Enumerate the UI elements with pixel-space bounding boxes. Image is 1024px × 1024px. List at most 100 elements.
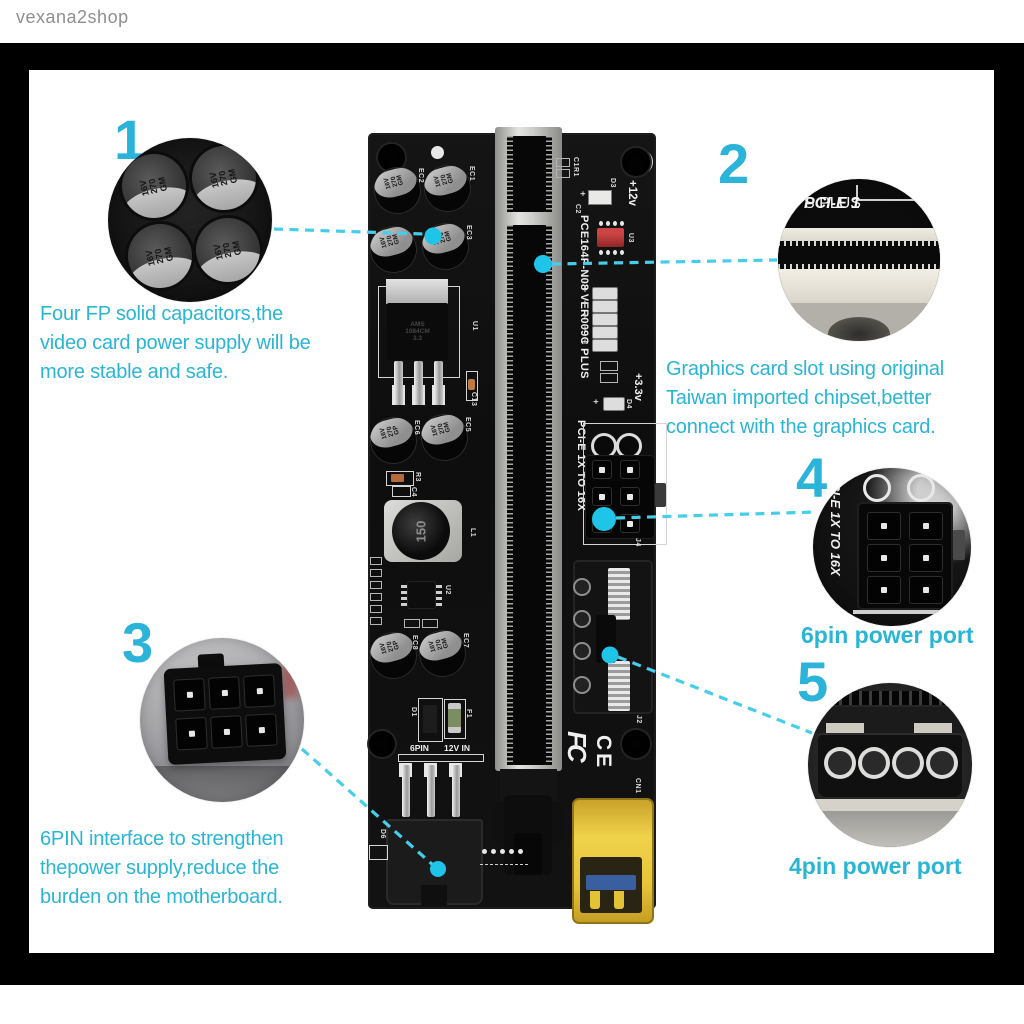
callout-4-zoom-photo: CI-E 1X TO 16X [813, 468, 971, 626]
capacitor-closeup: 16V 270 GM [122, 218, 198, 294]
u2-pin [401, 591, 407, 594]
callout-3-zoom-photo [140, 638, 304, 802]
callout-4-line [615, 510, 817, 520]
r1-component [556, 169, 570, 178]
silkscreen-corner [856, 185, 918, 201]
r-component [600, 373, 618, 383]
slot-teeth [778, 241, 940, 246]
r3-outline [386, 471, 414, 486]
text-line: Taiwan imported chipset,better [666, 387, 932, 409]
text-line: 6PIN interface to strengthen [40, 828, 284, 850]
text-fragment-bold: PCI-E 1 [804, 195, 861, 212]
usb3-contact [590, 891, 600, 909]
shadow-band [140, 766, 304, 802]
callout-1-dot [424, 227, 442, 245]
u2-pin [401, 585, 407, 588]
c13-component [468, 379, 475, 390]
connector-tab [421, 885, 447, 906]
u3-red-led [597, 228, 624, 247]
callout-5-label: 4pin power port [789, 853, 962, 879]
small-component [370, 557, 382, 565]
f1-outline [444, 699, 466, 739]
power-pin [452, 765, 460, 817]
u3-pad [613, 221, 617, 226]
mounting-hole-top-right [622, 148, 650, 176]
f1-fuse [448, 703, 461, 733]
status-led [592, 339, 618, 352]
pcb-edge-band [778, 269, 940, 303]
power-pin [427, 765, 435, 817]
slot-silkscreen-text: S PLUS PCI-E 1 [804, 195, 861, 213]
mounting-hole-bottom-left [369, 731, 395, 757]
text-line: thepower supply,reduce the [40, 857, 280, 879]
regulator-leg [434, 361, 443, 405]
callout-2-text: Graphics card slot using original Taiwan… [666, 355, 944, 442]
small-component [370, 581, 382, 589]
coil-symbol-dot [482, 849, 487, 854]
molex-pin-closeup [896, 751, 920, 775]
u2-pin [401, 603, 407, 606]
callout-3-dot [430, 861, 446, 877]
hole-shadow [828, 317, 890, 341]
small-component [404, 619, 420, 628]
d4-led [603, 397, 625, 411]
slot-edge-serration [822, 691, 962, 705]
slot-closeup-band [778, 241, 940, 269]
u3-pad [606, 221, 610, 226]
u2-pin [436, 597, 442, 600]
callout-2-line [551, 258, 778, 266]
callout-1-text: Four FP solid capacitors,the video card … [40, 300, 311, 387]
molex-pin-closeup [930, 751, 954, 775]
d1-diode [423, 705, 437, 733]
riser-silkscreen-text: CI-E 1X TO 16X [828, 482, 843, 576]
coil-symbol-dot [518, 849, 523, 854]
metal-tab [914, 723, 952, 733]
d1-outline [418, 698, 443, 742]
u3-pad [620, 221, 624, 226]
silkscreen-12vin: 12V IN [444, 743, 470, 753]
capacitor-marking: 16V 270 GM [143, 246, 175, 268]
text-line: burden on the motherboard. [40, 886, 283, 908]
inductor-coil: 150 [392, 502, 450, 560]
callout-3-line [300, 747, 435, 867]
text-line: connect with the graphics card. [666, 416, 936, 438]
small-component [370, 605, 382, 613]
text-line: more stable and safe. [40, 361, 229, 383]
callout-2-dot [534, 255, 552, 273]
background-blur [808, 811, 972, 847]
status-led [592, 287, 618, 300]
port-clip [655, 483, 666, 507]
d3-led [588, 190, 612, 205]
capacitor-marking: 16V 270 GM [207, 168, 239, 190]
small-component [370, 593, 382, 601]
c13-outline [466, 371, 478, 401]
silkscreen-dot [431, 146, 444, 159]
mounting-hole-bottom-right [622, 730, 650, 758]
silkscreen-6pin: 6PIN [410, 743, 429, 753]
regulator-heatsink-tab [386, 279, 448, 304]
usb3-blue-tongue [586, 875, 636, 890]
molex-pin [575, 580, 589, 594]
callout-1-zoom-photo: 16V 270 GM 16V 270 GM 16V 270 GM 16V 270… [108, 138, 272, 302]
metal-strip [814, 799, 966, 811]
round-hole-outline [907, 474, 935, 502]
coil-symbol-line [480, 859, 528, 865]
capacitor-closeup: 16V 270 GM [116, 148, 192, 224]
text-line: Graphics card slot using original [666, 358, 944, 380]
molex-pin-closeup [828, 751, 852, 775]
small-component [370, 617, 382, 625]
r3-resistor [391, 474, 404, 482]
callout-4-label: 6pin power port [801, 622, 974, 648]
port-round-hole [616, 433, 642, 459]
u2-pin [401, 597, 407, 600]
status-led [592, 300, 618, 313]
silkscreen-line [853, 610, 957, 614]
regulator-chip: AMS 1084CM 3.3 [387, 303, 448, 360]
slot-contacts [507, 136, 513, 212]
status-led [592, 326, 618, 339]
capacitor-closeup: 16V 270 GM [190, 212, 266, 288]
slot-latch-knob [514, 833, 542, 875]
port-clip-closeup [953, 530, 965, 560]
molex-contact [608, 568, 630, 620]
coil-symbol-dot [509, 849, 514, 854]
